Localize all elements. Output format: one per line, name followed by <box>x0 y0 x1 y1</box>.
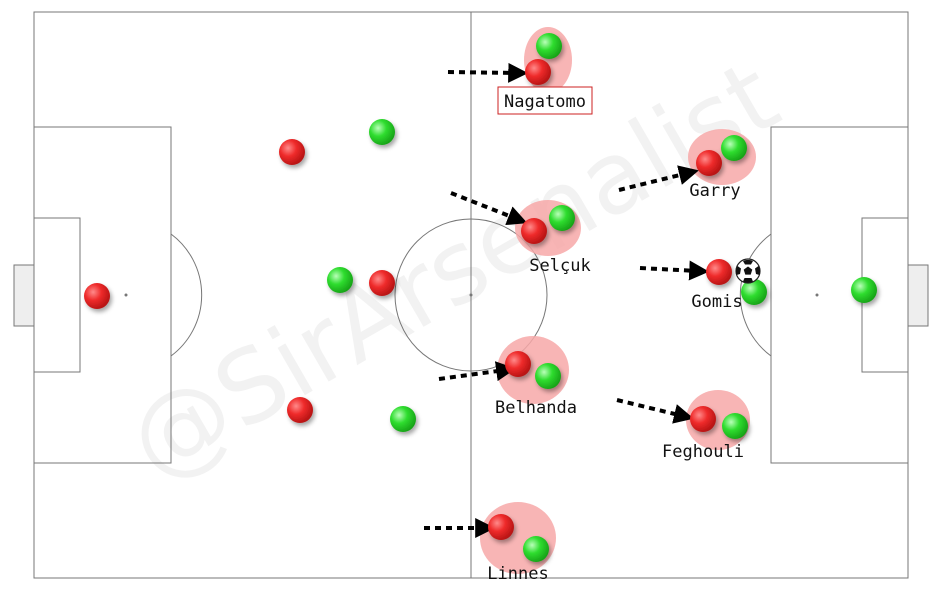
green-player-goalkeeper <box>851 277 877 303</box>
red-player-selcuk <box>521 218 547 244</box>
centre-circle <box>394 218 548 372</box>
right-goal <box>907 264 929 327</box>
green-player <box>741 279 767 305</box>
nagatomo-label-box <box>497 86 593 115</box>
arrow-selcuk <box>450 191 528 226</box>
pitch-markings <box>13 11 929 579</box>
red-player-linnes <box>488 514 514 540</box>
label-feghouli: Feghouli <box>662 442 744 462</box>
right-penalty-box <box>770 126 909 464</box>
arrow-belhanda <box>438 361 517 382</box>
left-goal <box>13 264 35 327</box>
red-player <box>287 397 313 423</box>
red-player-nagatomo <box>525 59 551 85</box>
right-penalty-arc <box>739 233 772 357</box>
right-penalty-spot <box>815 293 819 297</box>
green-player <box>549 205 575 231</box>
green-team <box>327 33 877 562</box>
red-player-feghouli <box>690 406 716 432</box>
green-player <box>327 267 353 293</box>
centre-spot <box>469 293 473 297</box>
label-belhanda: Belhanda <box>495 398 577 418</box>
red-team <box>84 59 732 540</box>
red-player-garry <box>696 150 722 176</box>
left-penalty-arc <box>170 233 203 357</box>
label-nagatomo: Nagatomo <box>504 92 586 112</box>
red-player <box>279 139 305 165</box>
green-player <box>369 119 395 145</box>
arrow-gomis <box>639 260 710 281</box>
green-player <box>523 536 549 562</box>
red-player <box>369 270 395 296</box>
green-player <box>536 33 562 59</box>
green-player <box>535 363 561 389</box>
arrow-feghouli <box>616 398 694 424</box>
label-gomis: Gomis <box>691 292 742 312</box>
green-player <box>390 406 416 432</box>
arrow-nagatomo <box>447 62 529 83</box>
left-six-yard-box <box>33 217 81 373</box>
label-selcuk: Selçuk <box>529 256 590 276</box>
red-player-goalkeeper <box>84 283 110 309</box>
soccer-ball-icon <box>735 258 761 284</box>
green-player <box>721 135 747 161</box>
arrow-garry <box>618 165 699 192</box>
red-player-belhanda <box>505 351 531 377</box>
red-player-gomis <box>706 259 732 285</box>
movement-arrows <box>424 62 710 538</box>
green-player <box>722 413 748 439</box>
label-garry: Garry <box>689 181 740 201</box>
left-penalty-spot <box>124 293 128 297</box>
label-linnes: Linnes <box>487 564 548 584</box>
